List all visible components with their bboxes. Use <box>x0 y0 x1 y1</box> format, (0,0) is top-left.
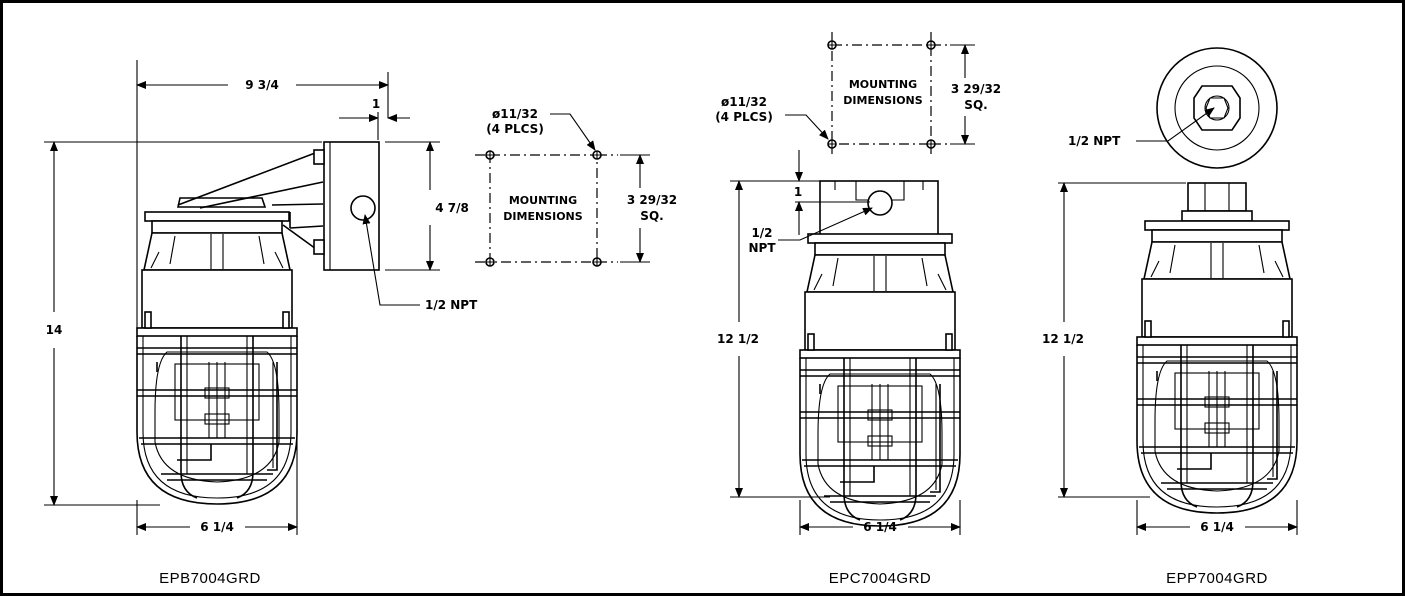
bracket-mount-square-1: 3 29/32 <box>627 193 677 207</box>
bracket-dimensions: 9 3/4 1 4 7/8 14 1/2 NPT 6 1/4 <box>44 60 478 535</box>
pendant-top-npt: 1/2 NPT <box>1068 107 1215 148</box>
pendant-height-dim: 12 1/2 <box>1042 332 1084 346</box>
bracket-mount-label-1: MOUNTING <box>509 194 577 207</box>
ceiling-mount-square-1: 3 29/32 <box>951 82 1001 96</box>
ceiling-base-dim: 6 1/4 <box>863 520 897 534</box>
pendant-fixture-view <box>1136 182 1298 514</box>
bracket-mount-hole-count: (4 PLCS) <box>486 122 544 136</box>
bracket-mount-square-2: SQ. <box>640 209 663 223</box>
bracket-width-dim: 9 3/4 <box>245 78 279 92</box>
ceiling-mount-hole-count: (4 PLCS) <box>715 110 773 124</box>
bracket-base-dim: 6 1/4 <box>200 520 234 534</box>
ceiling-mounting-pattern: MOUNTING DIMENSIONS 3 29/32 SQ. ø11/32 (… <box>715 32 1001 158</box>
ceiling-offset-dim: 1 <box>794 185 802 199</box>
bracket-mounting-pattern: MOUNTING DIMENSIONS 3 29/32 SQ. ø11/32 (… <box>475 107 677 267</box>
ceiling-height-dim: 12 1/2 <box>717 332 759 346</box>
bracket-box-height-dim: 4 7/8 <box>435 201 469 215</box>
bracket-mount-label-2: DIMENSIONS <box>503 210 582 223</box>
pendant-top-view <box>1156 47 1278 169</box>
bracket-fixture-view <box>136 141 380 505</box>
bracket-offset-dim: 1 <box>372 97 380 111</box>
ceiling-caption: EPC7004GRD <box>829 570 932 587</box>
ceiling-dimensions: 1 1/2 NPT 12 1/2 6 1/4 <box>717 150 961 535</box>
ceiling-mount-square-2: SQ. <box>964 98 987 112</box>
ceiling-npt-label-1: 1/2 <box>751 226 772 240</box>
ceiling-fixture-view <box>799 180 961 527</box>
ceiling-mount-label-1: MOUNTING <box>849 78 917 91</box>
pendant-dimensions: 12 1/2 6 1/4 <box>1042 182 1298 535</box>
bracket-height-dim: 14 <box>46 323 63 337</box>
pendant-npt-label: 1/2 NPT <box>1068 134 1121 148</box>
pendant-base-dim: 6 1/4 <box>1200 520 1234 534</box>
bracket-mount-hole: ø11/32 <box>492 107 538 121</box>
bracket-npt-label: 1/2 NPT <box>425 298 478 312</box>
ceiling-mount-hole: ø11/32 <box>721 95 767 109</box>
pendant-caption: EPP7004GRD <box>1166 570 1268 587</box>
ceiling-mount-label-2: DIMENSIONS <box>843 94 922 107</box>
bracket-caption: EPB7004GRD <box>159 570 261 587</box>
ceiling-npt-label-2: NPT <box>748 241 776 255</box>
